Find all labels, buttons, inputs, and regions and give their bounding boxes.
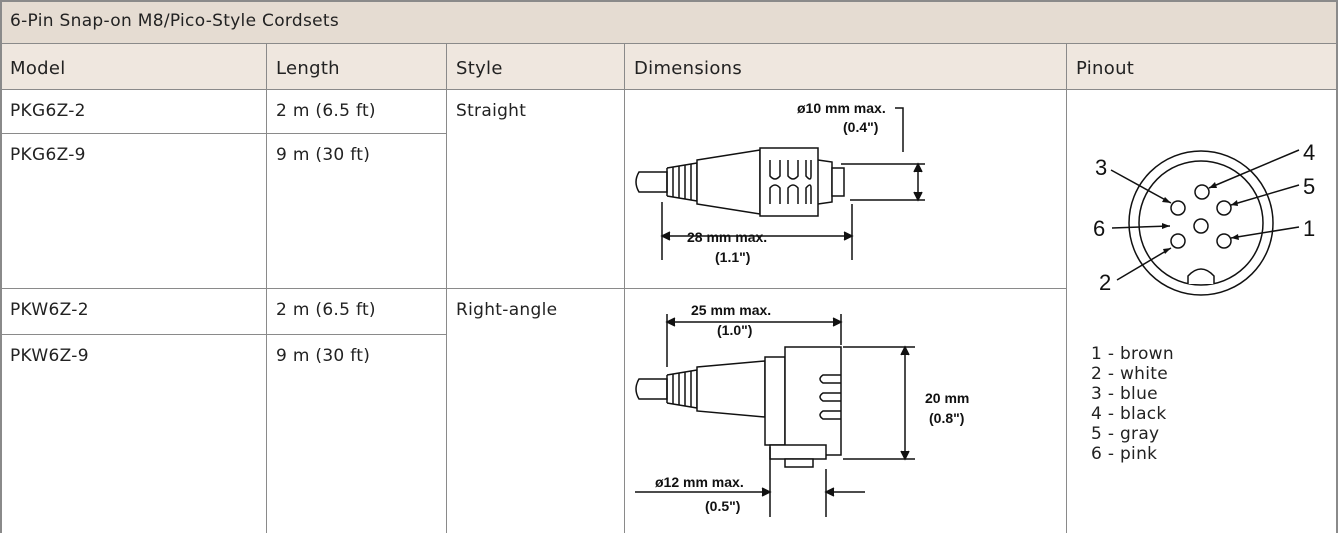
row-4-model: PKW6Z-9 [10, 346, 89, 366]
straight-connector-drawing: ø10 mm max. (0.4") 28 mm max. (1.1") [635, 100, 925, 265]
row-1-model: PKG6Z-2 [10, 101, 86, 121]
pinout-label-5: 5 [1303, 174, 1315, 199]
pin-1 [1216, 233, 1232, 249]
right-angle-diameter-inch-label: (0.5") [705, 498, 740, 514]
wire-color-2: 2 - white [1091, 364, 1168, 384]
row-3-style: Right-angle [456, 300, 558, 320]
pinout-label-3: 3 [1095, 155, 1107, 180]
right-angle-width-label: 25 mm max. [691, 302, 771, 318]
row-1-style: Straight [456, 101, 527, 121]
row-2-model: PKG6Z-9 [10, 145, 86, 165]
right-angle-height-label: 20 mm [925, 390, 969, 406]
straight-length-label: 28 mm max. [687, 229, 767, 245]
row-2-length: 9 m (30 ft) [276, 145, 371, 165]
table-title-bar [2, 2, 1336, 43]
pin-3 [1170, 200, 1186, 216]
wire-color-3: 3 - blue [1091, 384, 1158, 404]
table-header-row [2, 44, 1336, 89]
table-title: 6-Pin Snap-on M8/Pico-Style Cordsets [10, 11, 340, 31]
right-angle-diameter-label: ø12 mm max. [655, 474, 744, 490]
header-dimensions: Dimensions [634, 58, 743, 79]
right-angle-connector-drawing: 25 mm max. (1.0") 20 mm (0.8") ø12 mm ma… [635, 302, 969, 517]
straight-length-inch-label: (1.1") [715, 249, 750, 265]
pinout-label-6: 6 [1093, 216, 1105, 241]
header-style: Style [456, 58, 503, 79]
pinout-diagram: 3 4 5 6 1 2 [1093, 140, 1315, 296]
right-angle-width-inch-label: (1.0") [717, 322, 752, 338]
wire-color-6: 6 - pink [1091, 444, 1158, 464]
row-1-length: 2 m (6.5 ft) [276, 101, 376, 121]
pinout-label-2: 2 [1099, 270, 1111, 295]
straight-diameter-inch-label: (0.4") [843, 119, 878, 135]
wire-color-4: 4 - black [1091, 404, 1167, 424]
row-4-length: 9 m (30 ft) [276, 346, 371, 366]
pin-6 [1170, 233, 1186, 249]
header-pinout: Pinout [1076, 58, 1135, 79]
straight-diameter-label: ø10 mm max. [797, 100, 886, 116]
pin-4 [1194, 184, 1210, 200]
pinout-label-1: 1 [1303, 216, 1315, 241]
header-length: Length [276, 58, 340, 79]
wire-color-1: 1 - brown [1091, 344, 1174, 364]
pin-5 [1216, 200, 1232, 216]
wire-color-legend: 1 - brown 2 - white 3 - blue 4 - black 5… [1091, 344, 1174, 464]
pinout-label-4: 4 [1303, 140, 1315, 165]
right-angle-height-inch-label: (0.8") [929, 410, 964, 426]
header-model: Model [10, 58, 66, 79]
row-3-length: 2 m (6.5 ft) [276, 300, 376, 320]
pin-center [1193, 218, 1209, 234]
wire-color-5: 5 - gray [1091, 424, 1160, 444]
row-3-model: PKW6Z-2 [10, 300, 89, 320]
